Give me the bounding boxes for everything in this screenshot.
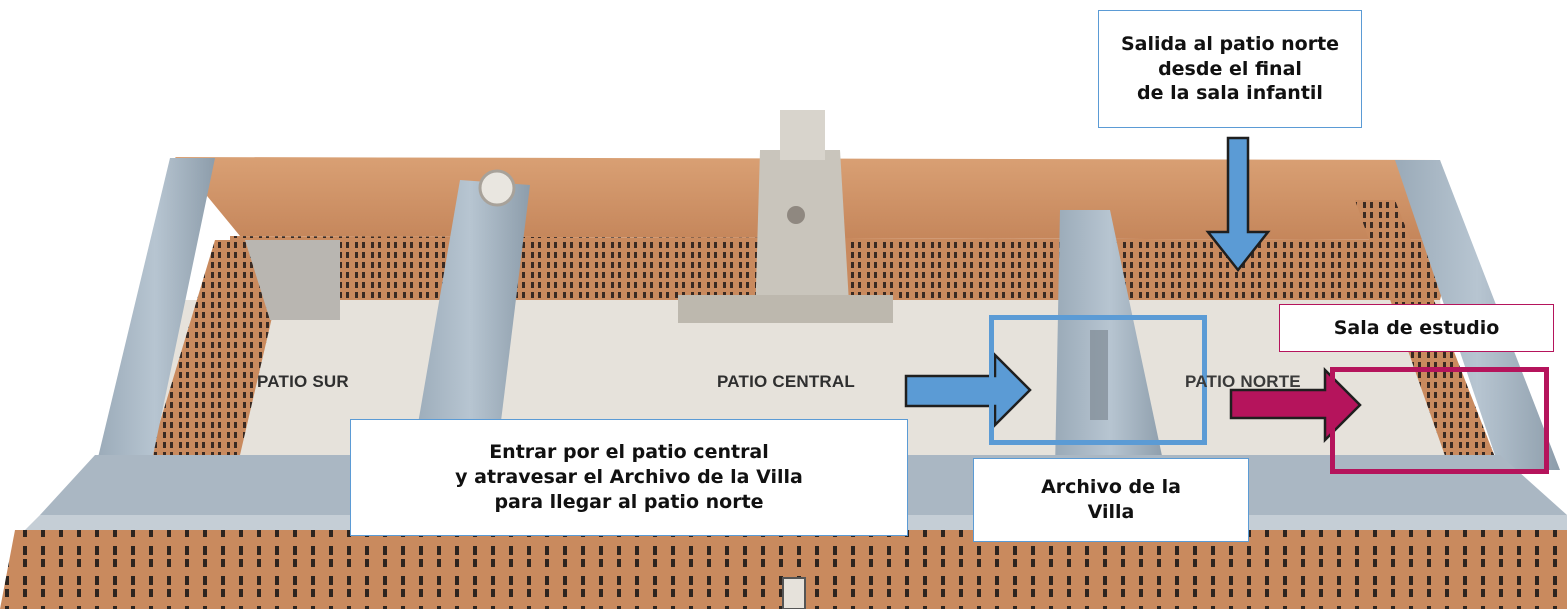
south-divider-wing bbox=[410, 180, 530, 470]
archivo-villa-frame bbox=[989, 315, 1207, 445]
front-facade bbox=[0, 530, 1567, 609]
south-block bbox=[245, 240, 340, 320]
chapel-clock bbox=[787, 206, 805, 224]
main-entrance bbox=[782, 577, 806, 609]
callout-entrar-central: Entrar por el patio central y atravesar … bbox=[350, 419, 908, 536]
arrow-right-icon bbox=[904, 351, 1032, 429]
arrow-right-icon bbox=[1229, 366, 1362, 444]
patio-central-label: PATIO CENTRAL bbox=[717, 372, 855, 391]
callout-line: de la sala infantil bbox=[1137, 82, 1323, 105]
callout-line: para llegar al patio norte bbox=[494, 490, 764, 513]
chapel-steps bbox=[678, 295, 893, 323]
left-slate-wing bbox=[95, 158, 215, 470]
archivo-sign bbox=[1090, 330, 1108, 420]
callout-line: Archivo de la bbox=[1041, 476, 1181, 499]
patio-sur-label: PATIO SUR bbox=[257, 372, 349, 391]
tower-dome bbox=[478, 169, 516, 207]
callout-line: Sala de estudio bbox=[1333, 316, 1500, 339]
callout-sala-estudio: Sala de estudio bbox=[1279, 304, 1554, 352]
callout-archivo-villa: Archivo de la Villa bbox=[973, 458, 1249, 542]
callout-line: desde el final bbox=[1158, 57, 1302, 80]
callout-line: y atravesar el Archivo de la Villa bbox=[455, 466, 803, 489]
patio-norte-label: PATIO NORTE bbox=[1185, 372, 1301, 391]
callout-line: Villa bbox=[1087, 501, 1135, 523]
arrow-down-icon bbox=[1205, 136, 1271, 273]
callout-salida-norte: Salida al patio norte desde el final de … bbox=[1098, 10, 1362, 128]
central-chapel bbox=[755, 150, 850, 320]
chapel-tower bbox=[780, 110, 825, 160]
left-wing-facade bbox=[150, 240, 290, 455]
callout-line: Entrar por el patio central bbox=[489, 441, 769, 464]
callout-line: Salida al patio norte bbox=[1120, 32, 1340, 55]
north-divider-wing bbox=[1055, 210, 1165, 470]
sala-estudio-frame bbox=[1330, 367, 1549, 474]
